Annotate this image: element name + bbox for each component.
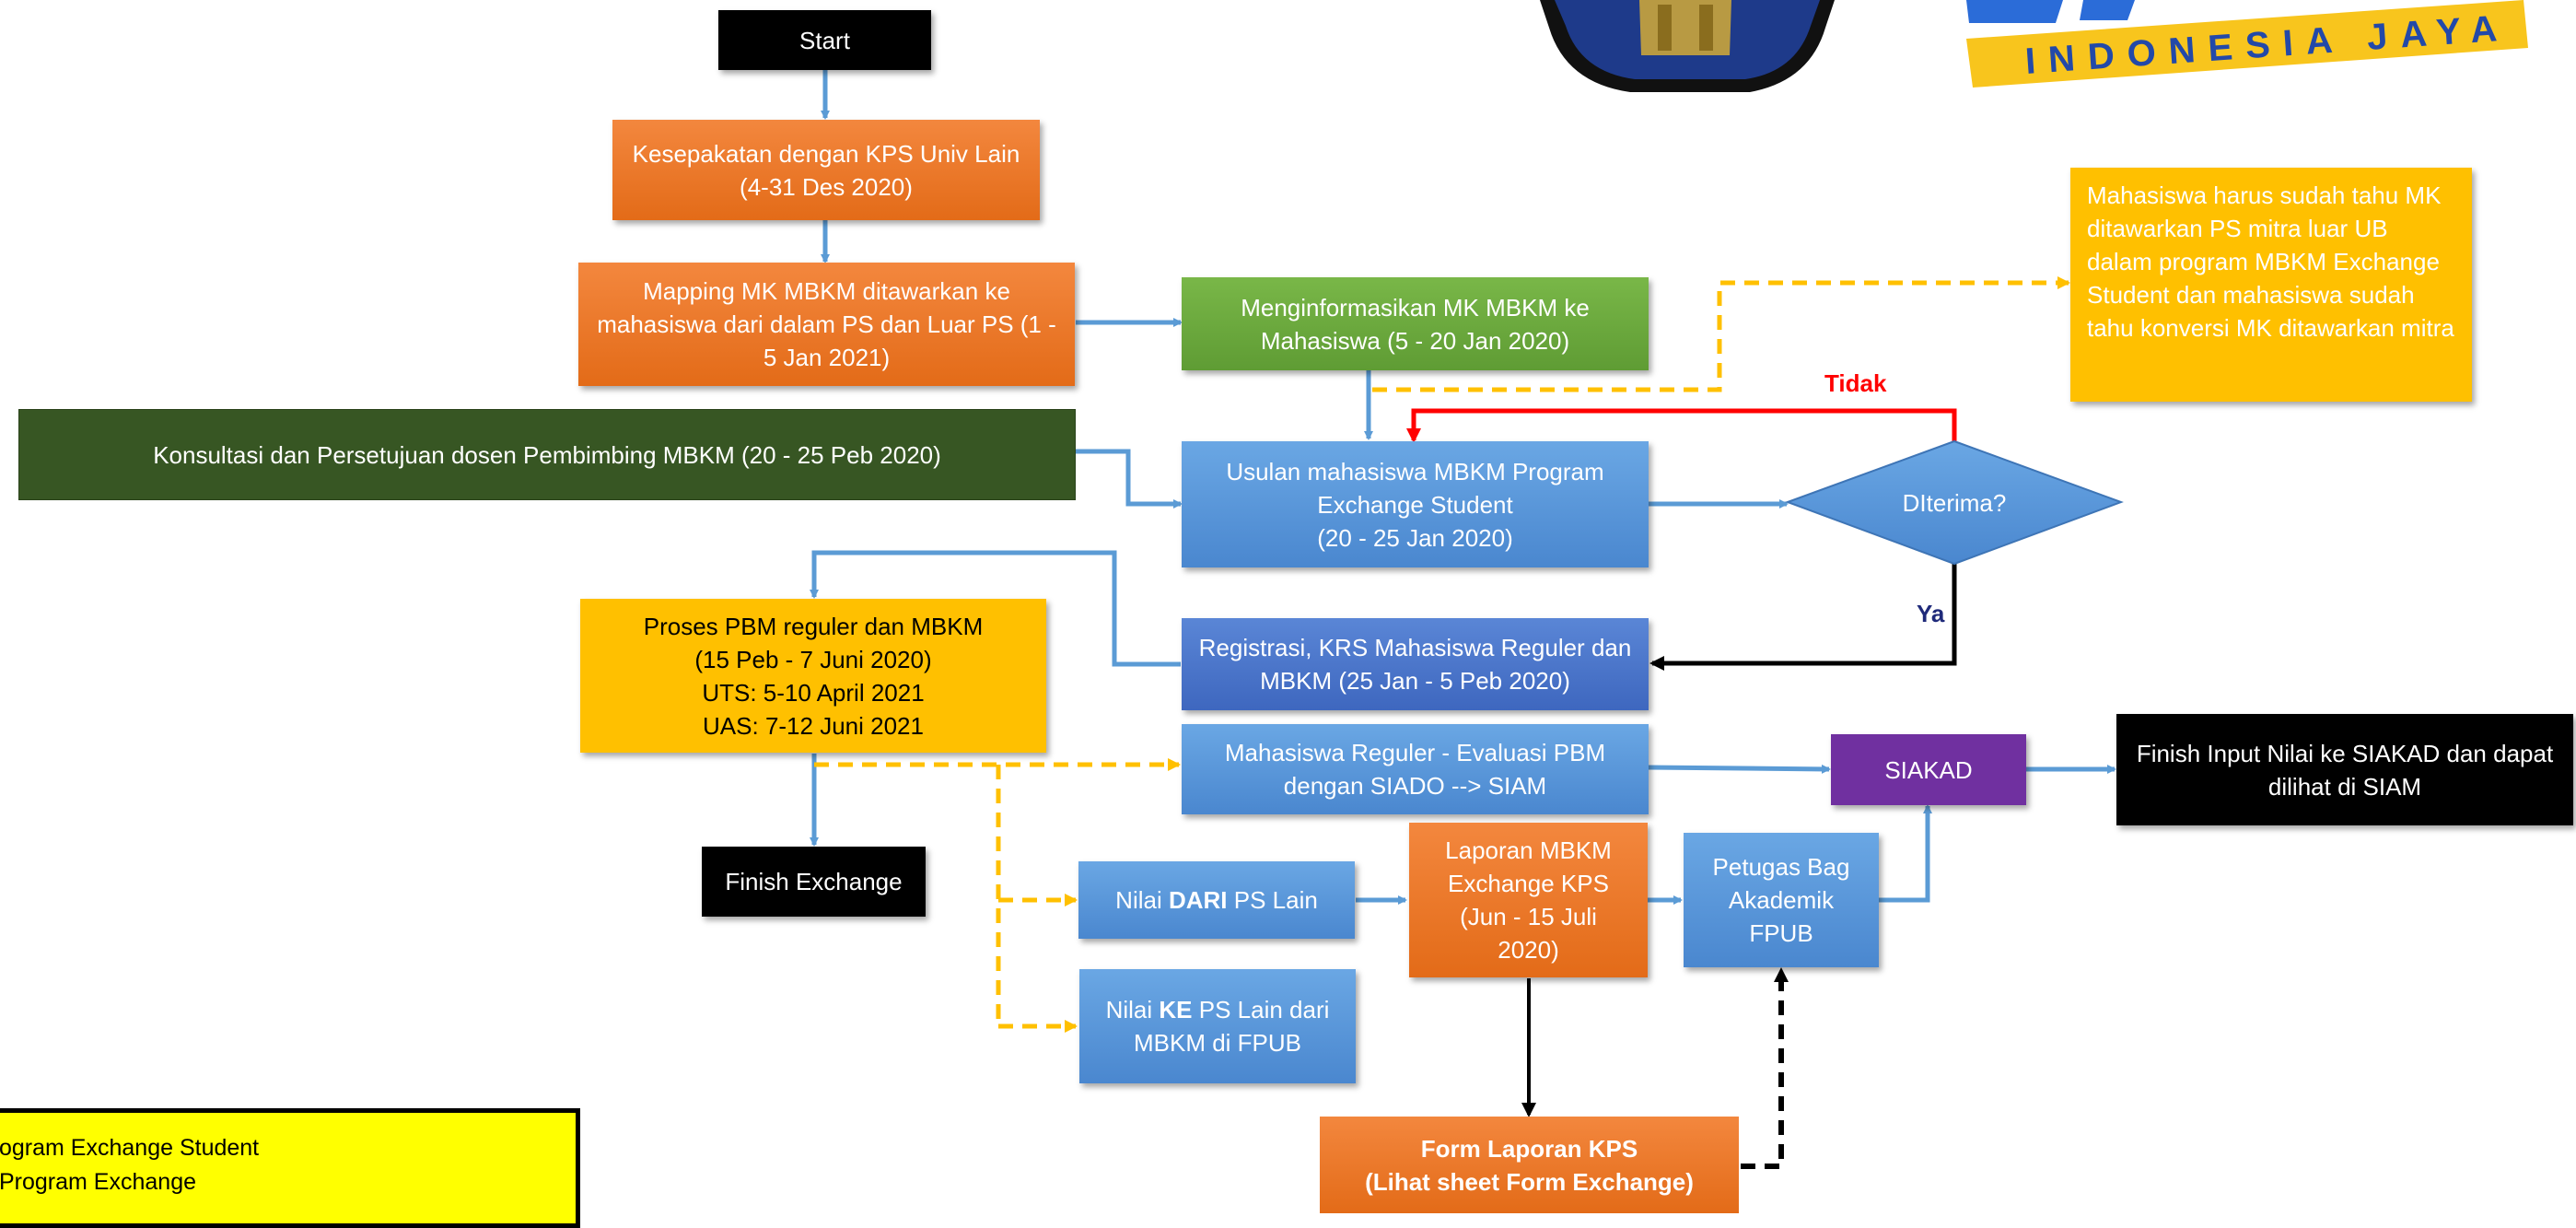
yes-arrow (1649, 564, 1957, 671)
dashed-arrows (814, 276, 2070, 1033)
usulan-node: Usulan mahasiswa MBKM Program Exchange S… (1182, 441, 1649, 567)
form-to-petugas-arrow (1741, 967, 1789, 1169)
mapping-node: Mapping MK MBKM ditawarkan ke mahasiswa … (578, 263, 1075, 386)
nilai-dari-text-bold: DARI (1168, 886, 1228, 914)
start-node: Start (718, 10, 931, 70)
finish-exchange-node: Finish Exchange (702, 847, 926, 917)
legend-line-1: ogram Exchange Student (0, 1135, 260, 1161)
laporan-node: Laporan MBKM Exchange KPS (Jun - 15 Juli… (1409, 823, 1648, 977)
university-logo (1540, 0, 1835, 92)
proses-pbm-node: Proses PBM reguler dan MBKM (15 Peb - 7 … (580, 599, 1046, 753)
finish-input-node: Finish Input Nilai ke SIAKAD dan dapat d… (2116, 714, 2573, 825)
flow-arrows (810, 70, 2116, 905)
nilai-ke-text-1: Nilai (1105, 996, 1160, 1023)
legend-line-2: Program Exchange (0, 1169, 197, 1195)
requirement-note: Mahasiswa harus sudah tahu MK ditawarkan… (2070, 168, 2472, 402)
decision-label: DIterima? (1902, 489, 2007, 517)
merdeka-logo: INDONESIA JAYA (1966, 0, 2528, 88)
konsultasi-node: Konsultasi dan Persetujuan dosen Pembimb… (18, 409, 1076, 500)
registrasi-node: Registrasi, KRS Mahasiswa Reguler dan MB… (1182, 618, 1649, 710)
form-laporan-node: Form Laporan KPS (Lihat sheet Form Excha… (1320, 1117, 1739, 1213)
no-label: Tidak (1824, 369, 1887, 397)
legend-box: ogram Exchange Student Program Exchange (0, 1108, 580, 1228)
kesepakatan-node: Kesepakatan dengan KPS Univ Lain (4-31 D… (612, 120, 1040, 220)
nilai-ke-node: Nilai KE PS Lain dari MBKM di FPUB (1079, 969, 1356, 1083)
nilai-dari-node: Nilai DARI PS Lain (1078, 861, 1355, 939)
nilai-dari-text-2: PS Lain (1227, 886, 1318, 914)
decision-diamond (1785, 439, 2124, 566)
no-arrow (1406, 408, 1957, 443)
nilai-ke-text-bold: KE (1159, 996, 1193, 1023)
menginformasikan-node: Menginformasikan MK MBKM ke Mahasiswa (5… (1182, 277, 1649, 370)
yes-label: Ya (1917, 600, 1945, 627)
nilai-dari-text-1: Nilai (1115, 886, 1169, 914)
nilai-ke-text-2: PS Lain dari MBKM di FPUB (1133, 996, 1336, 1057)
evaluasi-node: Mahasiswa Reguler - Evaluasi PBM dengan … (1182, 724, 1649, 814)
petugas-node: Petugas Bag Akademik FPUB (1684, 833, 1879, 967)
siakad-node: SIAKAD (1831, 734, 2026, 805)
